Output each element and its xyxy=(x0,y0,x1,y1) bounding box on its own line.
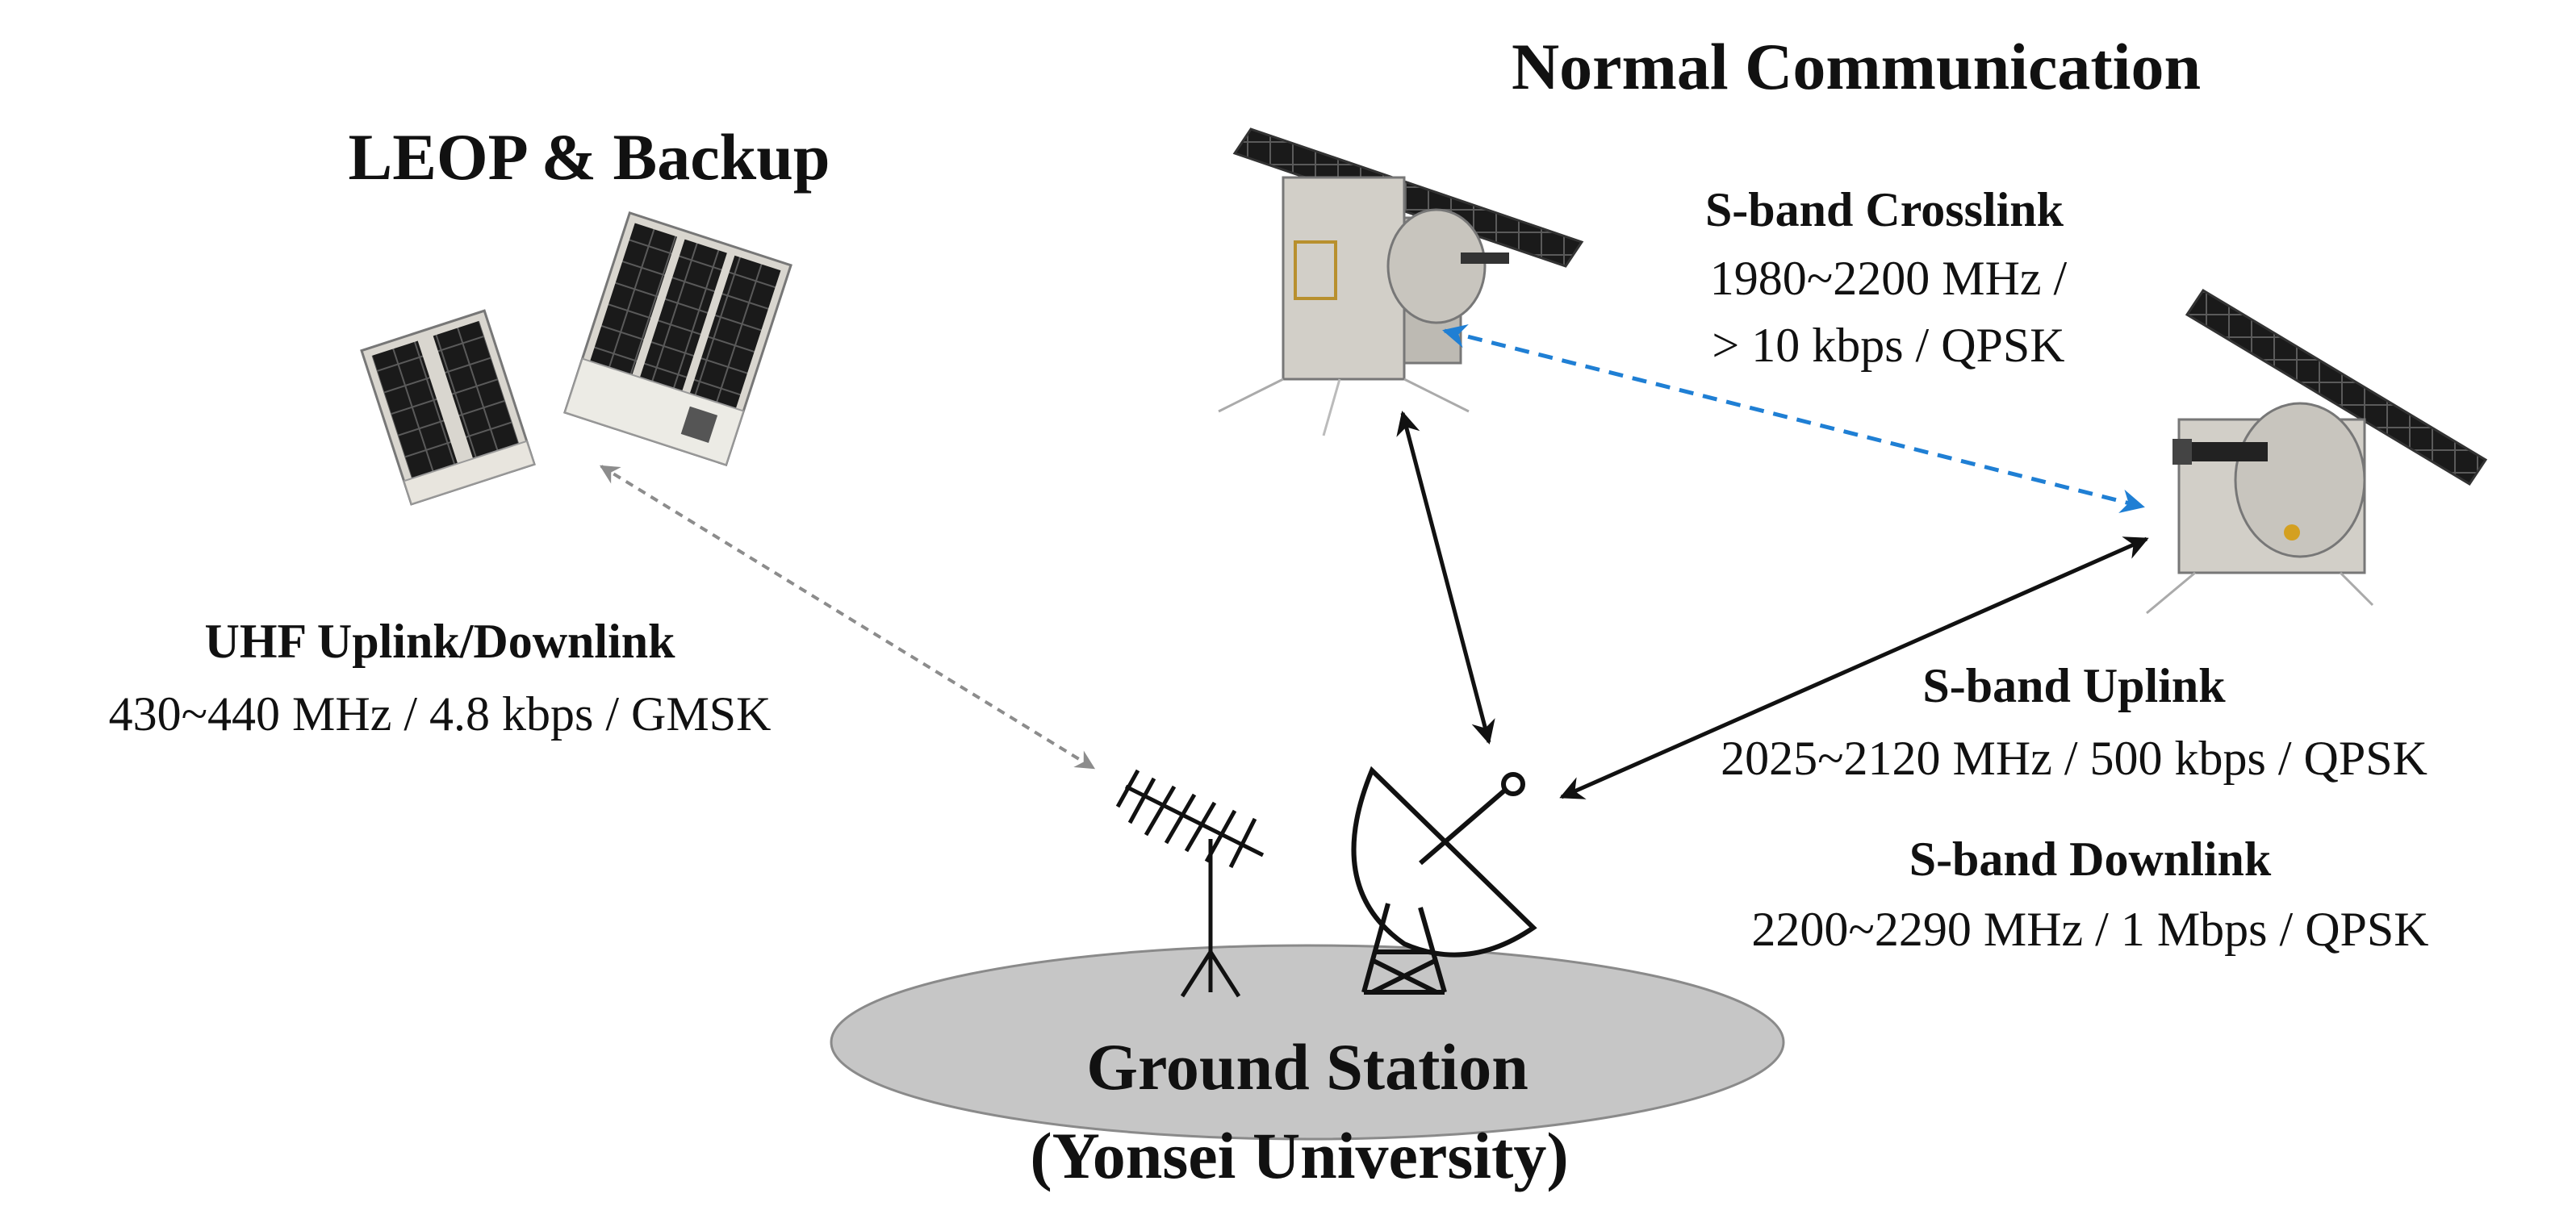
leop-backup-title: LEOP & Backup xyxy=(349,120,830,194)
satellite-icon xyxy=(1218,127,1584,436)
dish-antenna-icon xyxy=(1351,766,1537,995)
crosslink-name: S-band Crosslink xyxy=(1705,183,2064,236)
satellite-icon xyxy=(2146,288,2488,615)
cubesat-icon xyxy=(360,211,792,506)
sband-downlink-name: S-band Downlink xyxy=(1909,833,2272,886)
sband-downlink-params: 2200~2290 MHz / 1 Mbps / QPSK xyxy=(1751,903,2428,956)
satellite2-ground-arrow xyxy=(1559,536,2149,799)
uhf-link-name: UHF Uplink/Downlink xyxy=(205,615,676,668)
satellite1-ground-arrow xyxy=(1396,411,1495,745)
ground-station-subtitle: (Yonsei University) xyxy=(1030,1119,1568,1192)
normal-communication-title: Normal Communication xyxy=(1512,30,2201,103)
sband-uplink-name: S-band Uplink xyxy=(1922,659,2226,712)
crosslink-params-line2: > 10 kbps / QPSK xyxy=(1712,319,2064,372)
yagi-antenna-icon xyxy=(1115,769,1265,998)
crosslink-params-line1: 1980~2200 MHz / xyxy=(1710,252,2068,305)
ground-station-title: Ground Station xyxy=(1086,1030,1528,1104)
uhf-link-arrow xyxy=(599,465,1096,770)
ground-station-area xyxy=(830,944,1785,1141)
sband-uplink-params: 2025~2120 MHz / 500 kbps / QPSK xyxy=(1721,732,2428,785)
uhf-link-params: 430~440 MHz / 4.8 kbps / GMSK xyxy=(109,687,772,741)
